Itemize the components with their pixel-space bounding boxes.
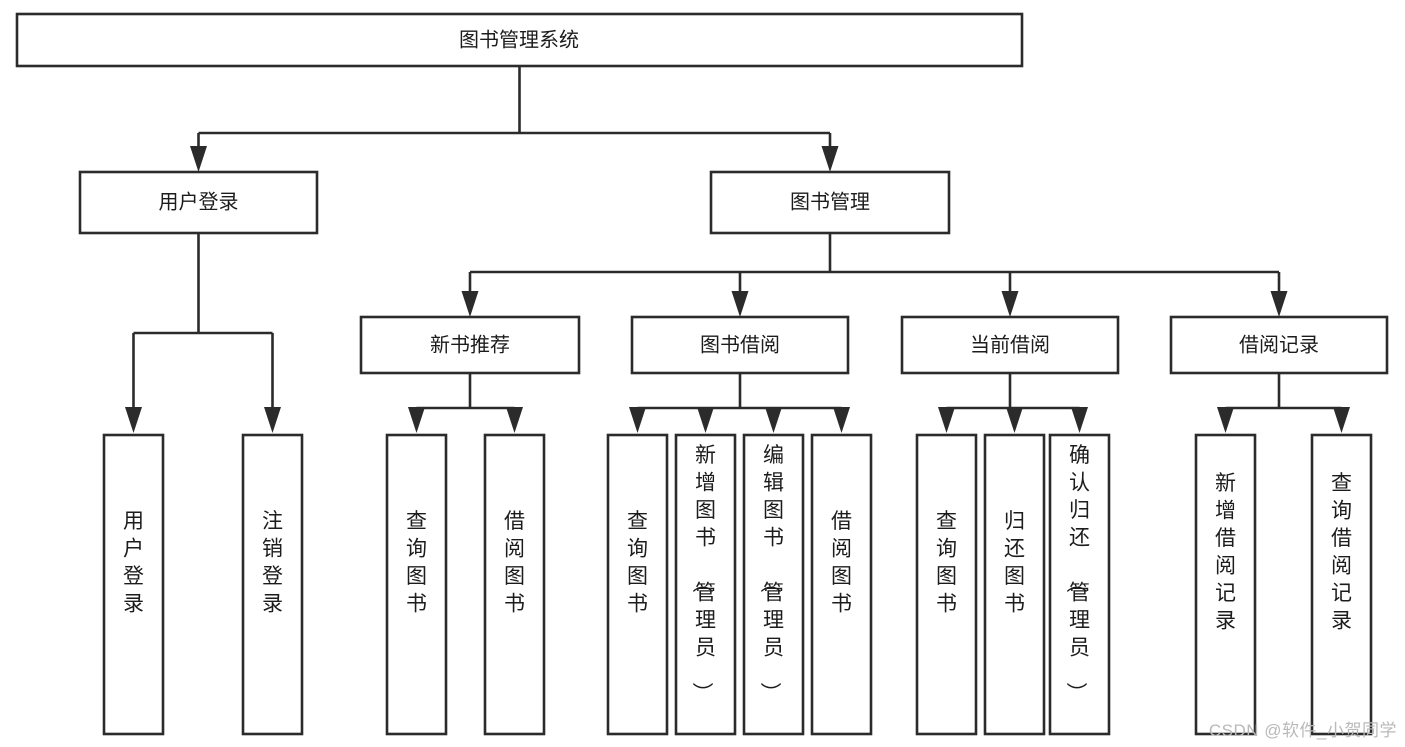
arrow-head-leaf-return-book — [1006, 407, 1023, 433]
node-leaf-edit-book-label: 编辑图书（管理员） — [758, 444, 784, 703]
connector-group-borrow-record — [1217, 373, 1350, 433]
node-leaf-add-record[interactable]: 新增借阅记录 — [1194, 433, 1257, 736]
node-leaf-borrow-book-2-label: 借阅图书 — [831, 510, 852, 616]
node-leaf-borrow-book-1[interactable]: 借阅图书 — [483, 433, 546, 736]
node-leaf-add-book-label: 新增图书（管理员） — [690, 444, 716, 703]
node-borrow-record-box[interactable] — [1169, 315, 1389, 375]
node-user-login[interactable]: 用户登录 — [78, 170, 319, 235]
node-borrow-record[interactable]: 借阅记录 — [1169, 315, 1389, 375]
arrow-head-leaf-borrow-book-1 — [506, 407, 523, 433]
node-leaf-return-book-label: 归还图书 — [1004, 510, 1025, 616]
node-leaf-confirm-return-box[interactable] — [1048, 433, 1111, 736]
node-book-borrow[interactable]: 图书借阅 — [630, 315, 850, 375]
node-book-manage-box[interactable] — [709, 170, 951, 235]
node-leaf-add-book[interactable]: 新增图书（管理员） — [674, 433, 737, 736]
node-leaf-user-login[interactable]: 用户登录 — [102, 433, 165, 736]
node-root-label: 图书管理系统 — [459, 28, 579, 51]
connector-group-user-login — [125, 233, 281, 433]
node-leaf-logout-box[interactable] — [241, 433, 304, 736]
arrow-head-leaf-query-record — [1333, 407, 1350, 433]
node-new-book-recommend-box[interactable] — [359, 315, 581, 375]
node-leaf-borrow-book-2-box[interactable] — [810, 433, 873, 736]
node-leaf-query-book-2[interactable]: 查询图书 — [606, 433, 669, 736]
node-leaf-query-record-label: 查询借阅记录 — [1331, 472, 1352, 633]
node-leaf-query-record-box[interactable] — [1310, 433, 1373, 736]
arrow-head-leaf-confirm-return — [1071, 407, 1088, 433]
node-root-box[interactable] — [15, 12, 1024, 68]
node-leaf-user-login-box[interactable] — [102, 433, 165, 736]
node-current-borrow-label: 当前借阅 — [970, 333, 1050, 356]
connector-group-book-manage — [461, 233, 1288, 317]
connector-group-book-borrow — [629, 373, 850, 433]
node-leaf-return-book-box[interactable] — [983, 433, 1046, 736]
arrow-head-leaf-logout — [264, 407, 281, 433]
arrow-head-leaf-query-book-1 — [408, 407, 425, 433]
arrow-head-leaf-query-book-2 — [629, 407, 646, 433]
node-leaf-edit-book-box[interactable] — [742, 433, 805, 736]
arrow-head-leaf-borrow-book-2 — [833, 407, 850, 433]
node-current-borrow-box[interactable] — [900, 315, 1120, 375]
node-leaf-query-book-3[interactable]: 查询图书 — [915, 433, 978, 736]
node-leaf-confirm-return[interactable]: 确认归还（管理员） — [1048, 433, 1111, 736]
arrow-head-new-book-recommend — [461, 291, 479, 317]
node-leaf-query-book-1[interactable]: 查询图书 — [385, 433, 448, 736]
arrow-head-leaf-user-login — [125, 407, 142, 433]
node-book-borrow-label: 图书借阅 — [700, 333, 780, 356]
arrow-head-current-borrow — [1001, 291, 1019, 317]
arrow-head-user-login — [190, 146, 207, 172]
node-book-manage-label: 图书管理 — [790, 190, 870, 213]
arrow-head-book-borrow — [731, 291, 749, 317]
node-leaf-borrow-book-1-box[interactable] — [483, 433, 546, 736]
node-leaf-query-record[interactable]: 查询借阅记录 — [1310, 433, 1373, 736]
connector-group-current-borrow — [938, 373, 1088, 433]
node-leaf-return-book[interactable]: 归还图书 — [983, 433, 1046, 736]
arrow-head-leaf-add-record — [1217, 407, 1234, 433]
node-leaf-query-book-2-label: 查询图书 — [627, 510, 648, 616]
node-leaf-borrow-book-1-label: 借阅图书 — [504, 510, 525, 616]
node-leaf-borrow-book-2[interactable]: 借阅图书 — [810, 433, 873, 736]
node-leaf-query-book-1-box[interactable] — [385, 433, 448, 736]
arrow-head-leaf-add-book — [697, 407, 714, 433]
node-root[interactable]: 图书管理系统 — [15, 12, 1024, 68]
node-book-borrow-box[interactable] — [630, 315, 850, 375]
arrow-head-book-manage — [821, 146, 839, 172]
node-leaf-logout[interactable]: 注销登录 — [241, 433, 304, 736]
connector-group-root — [190, 66, 839, 172]
node-leaf-user-login-label: 用户登录 — [123, 510, 144, 616]
node-current-borrow[interactable]: 当前借阅 — [900, 315, 1120, 375]
node-new-book-recommend-label: 新书推荐 — [430, 333, 510, 356]
connector-group-new-book-recommend — [408, 373, 523, 433]
node-leaf-query-book-3-box[interactable] — [915, 433, 978, 736]
node-leaf-query-book-1-label: 查询图书 — [406, 510, 427, 616]
node-leaf-edit-book[interactable]: 编辑图书（管理员） — [742, 433, 805, 736]
node-user-login-label: 用户登录 — [159, 190, 239, 213]
node-leaf-query-book-3-label: 查询图书 — [936, 510, 957, 616]
node-leaf-logout-label: 注销登录 — [262, 510, 283, 616]
node-borrow-record-label: 借阅记录 — [1239, 333, 1319, 356]
node-new-book-recommend[interactable]: 新书推荐 — [359, 315, 581, 375]
node-leaf-add-book-box[interactable] — [674, 433, 737, 736]
arrow-head-leaf-query-book-3 — [938, 407, 955, 433]
node-leaf-confirm-return-label: 确认归还（管理员） — [1064, 444, 1090, 703]
node-user-login-box[interactable] — [78, 170, 319, 235]
arrow-head-borrow-record — [1270, 291, 1288, 317]
node-leaf-add-record-box[interactable] — [1194, 433, 1257, 736]
node-book-manage[interactable]: 图书管理 — [709, 170, 951, 235]
arrow-head-leaf-edit-book — [765, 407, 782, 433]
node-leaf-add-record-label: 新增借阅记录 — [1215, 472, 1236, 633]
node-leaf-query-book-2-box[interactable] — [606, 433, 669, 736]
